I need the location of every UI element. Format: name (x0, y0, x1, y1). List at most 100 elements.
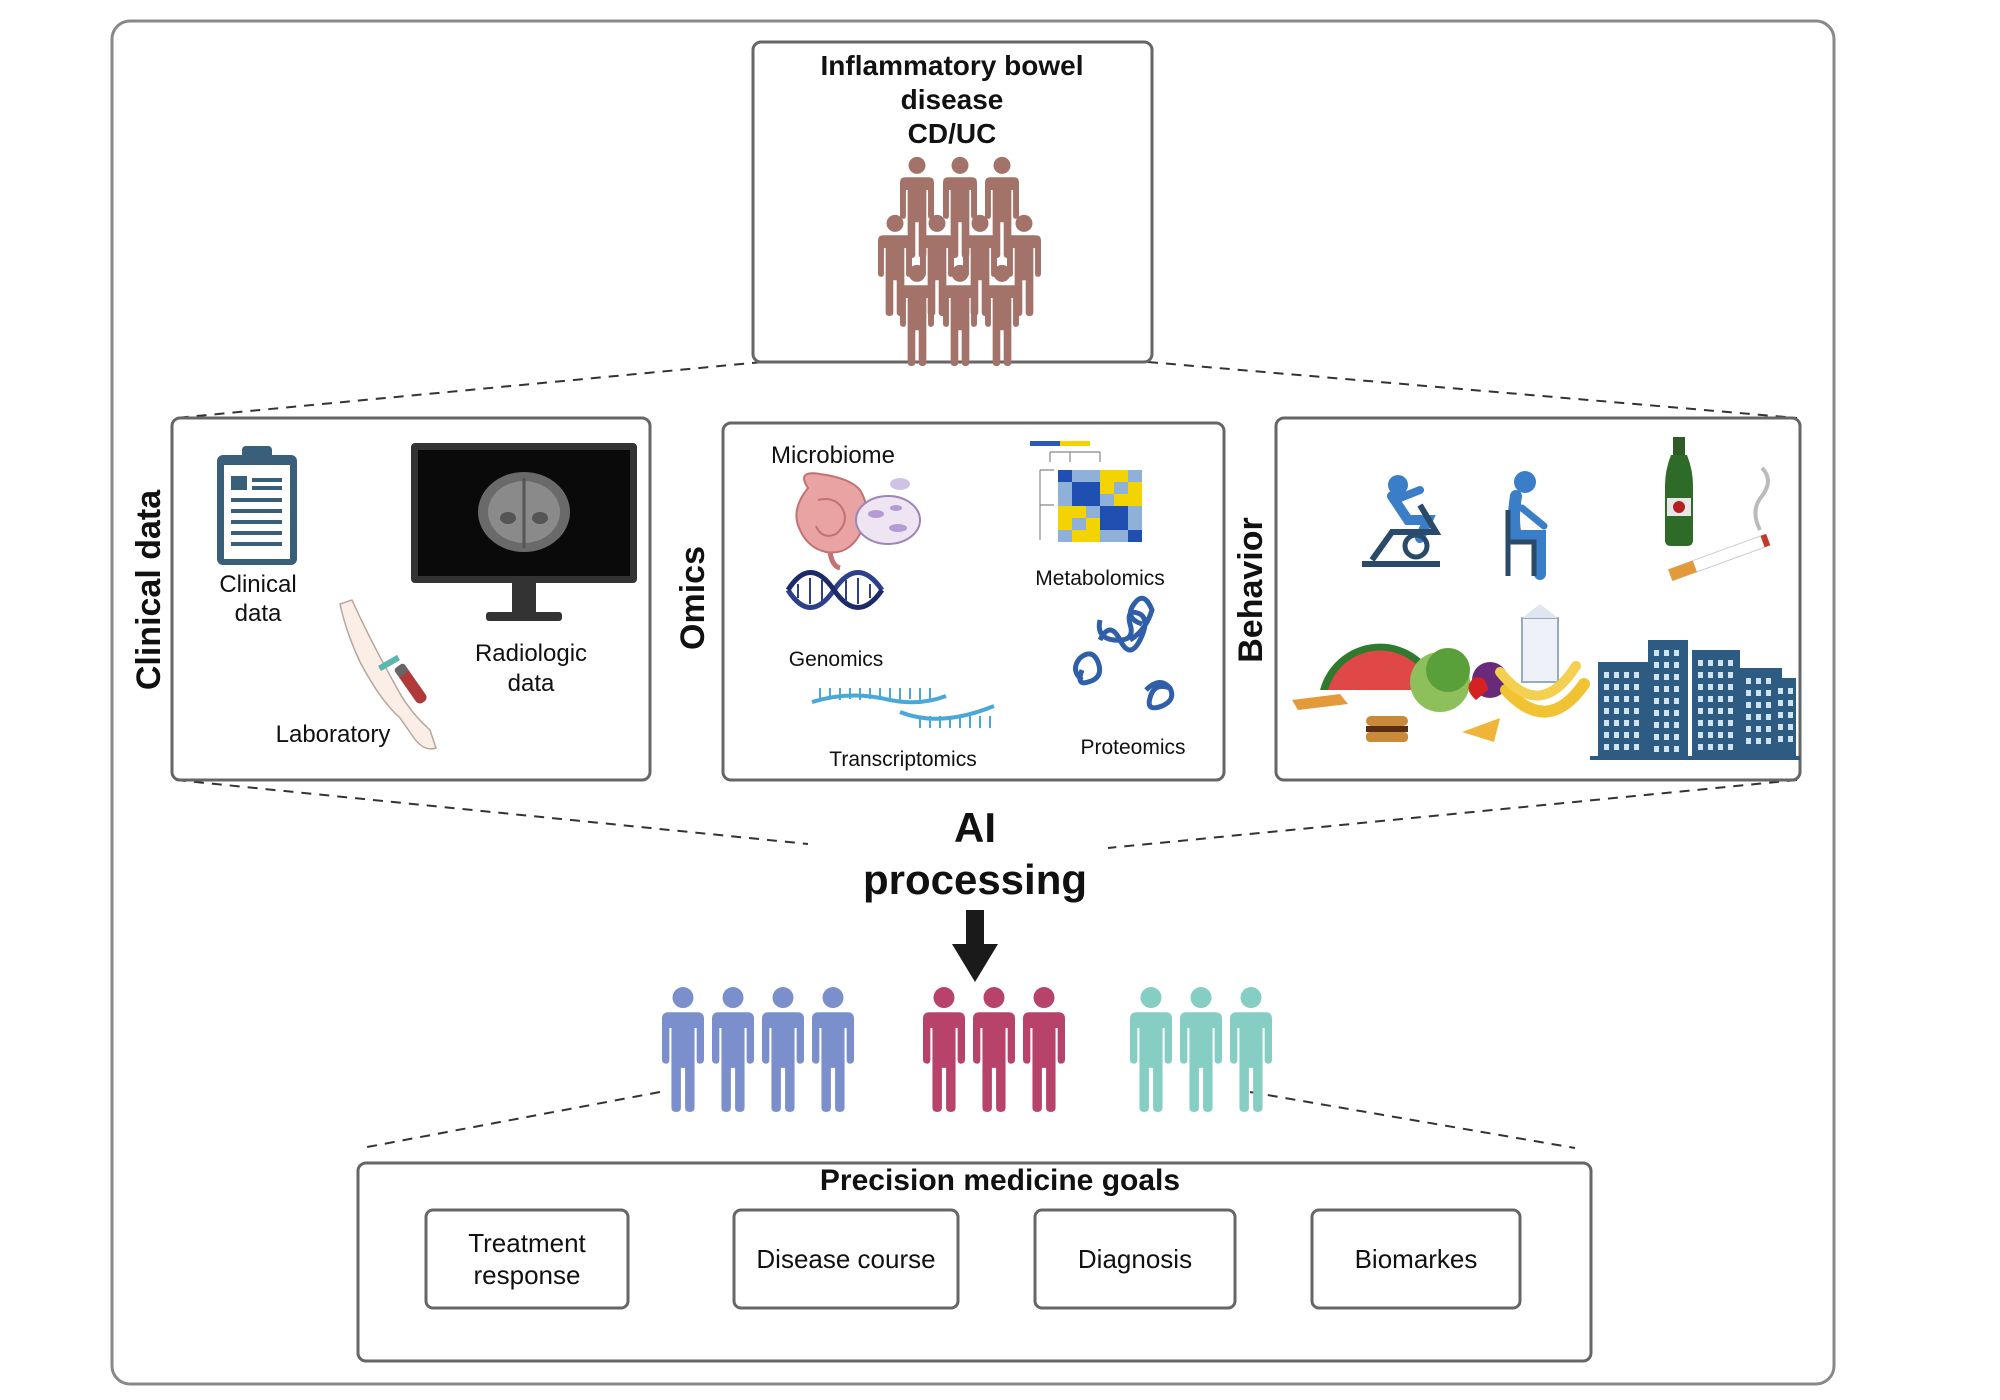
building-window (1634, 720, 1639, 726)
heatmap-cell (1114, 494, 1128, 506)
building-window (1624, 720, 1629, 726)
city-buildings-icon (1590, 640, 1800, 760)
heatmap-cell (1086, 470, 1100, 482)
building-window (1604, 744, 1609, 750)
dna-icon (785, 570, 885, 610)
building-window (1728, 744, 1733, 750)
connector-lines (175, 361, 1798, 1149)
building-window (1718, 660, 1723, 666)
building-window (1728, 708, 1733, 714)
building-window (1664, 722, 1669, 728)
heatmap-cell (1100, 482, 1114, 494)
heatmap-cell (1086, 506, 1100, 518)
heatmap-cell (1058, 530, 1072, 542)
transcriptomics-label: Transcriptomics (829, 748, 976, 771)
building-window (1604, 696, 1609, 702)
clinical-heading: Clinical data (130, 489, 168, 690)
building-window (1654, 698, 1659, 704)
ai-title-line-1: AI (954, 804, 996, 851)
heatmap-cell (1058, 518, 1072, 530)
goal-label: Biomarkes (1355, 1244, 1478, 1274)
building-window (1604, 732, 1609, 738)
heatmap-cell (1058, 470, 1072, 482)
building-window (1708, 672, 1713, 678)
building-window (1624, 684, 1629, 690)
building-window (1708, 720, 1713, 726)
heatmap-cell (1114, 470, 1128, 482)
heatmap-cell (1100, 506, 1114, 518)
rna-icon (811, 688, 995, 728)
intestine-bacteria-icon (795, 472, 921, 571)
heatmap-cell (1058, 482, 1072, 494)
building-window (1674, 710, 1679, 716)
building-window (1708, 696, 1713, 702)
building-window (1728, 732, 1733, 738)
building-window (1664, 734, 1669, 740)
building-window (1624, 744, 1629, 750)
building-window (1664, 686, 1669, 692)
building-window (1788, 724, 1793, 730)
building-window (1604, 672, 1609, 678)
laboratory-label: Laboratory (276, 721, 391, 748)
subgroup-person-icon (812, 987, 854, 1112)
city-ground (1590, 756, 1800, 760)
heatmap-cell (1072, 482, 1086, 494)
building-window (1624, 696, 1629, 702)
heatmap-cell (1100, 530, 1114, 542)
goal-label: response (474, 1260, 581, 1290)
building-window (1664, 698, 1669, 704)
building-window (1674, 650, 1679, 656)
heatmap-cell (1086, 482, 1100, 494)
genomics-label: Genomics (789, 648, 884, 671)
goal-box: Disease course (732, 1208, 960, 1310)
building-window (1614, 744, 1619, 750)
building-window (1654, 746, 1659, 752)
building-window (1728, 696, 1733, 702)
building-window (1718, 744, 1723, 750)
sitting-person-icon (1505, 471, 1548, 580)
behavior-heading: Behavior (1232, 517, 1270, 663)
building-window (1746, 714, 1751, 720)
ai-processing: AI processing (863, 804, 1087, 982)
clinical-label-line-1: Clinical (219, 571, 296, 598)
heatmap-cell (1072, 470, 1086, 482)
subgroup-person-icon (762, 987, 804, 1112)
building-window (1746, 702, 1751, 708)
building (1692, 650, 1740, 758)
building-window (1624, 672, 1629, 678)
building-window (1756, 702, 1761, 708)
heatmap-cell (1128, 494, 1142, 506)
building-window (1778, 736, 1783, 742)
subgroup-person-icon (1023, 987, 1065, 1112)
building-window (1708, 732, 1713, 738)
building-window (1756, 726, 1761, 732)
building-window (1664, 650, 1669, 656)
goal-box: Biomarkes (1310, 1208, 1522, 1310)
building-window (1674, 746, 1679, 752)
down-arrow-icon (952, 910, 998, 982)
building-window (1766, 714, 1771, 720)
patient-subgroups (662, 987, 1272, 1112)
building-window (1654, 734, 1659, 740)
heatmap-cell (1114, 482, 1128, 494)
microbiome-label: Microbiome (771, 442, 895, 469)
subgroup-person-icon (973, 987, 1015, 1112)
building-window (1708, 660, 1713, 666)
subgroup-person-icon (1180, 987, 1222, 1112)
building-window (1708, 744, 1713, 750)
building-window (1766, 702, 1771, 708)
goal-label: Treatment (468, 1228, 586, 1258)
ibd-title-line-1: Inflammatory bowel (821, 50, 1084, 81)
building-window (1698, 720, 1703, 726)
building-window (1698, 696, 1703, 702)
building-window (1674, 662, 1679, 668)
heatmap-cell (1114, 506, 1128, 518)
building-window (1756, 678, 1761, 684)
ibd-population-box: Inflammatory bowel disease CD/UC (751, 40, 1154, 366)
building-window (1634, 732, 1639, 738)
building-window (1604, 720, 1609, 726)
building-window (1728, 672, 1733, 678)
building-window (1654, 710, 1659, 716)
blood-draw-arm-icon (339, 599, 437, 750)
